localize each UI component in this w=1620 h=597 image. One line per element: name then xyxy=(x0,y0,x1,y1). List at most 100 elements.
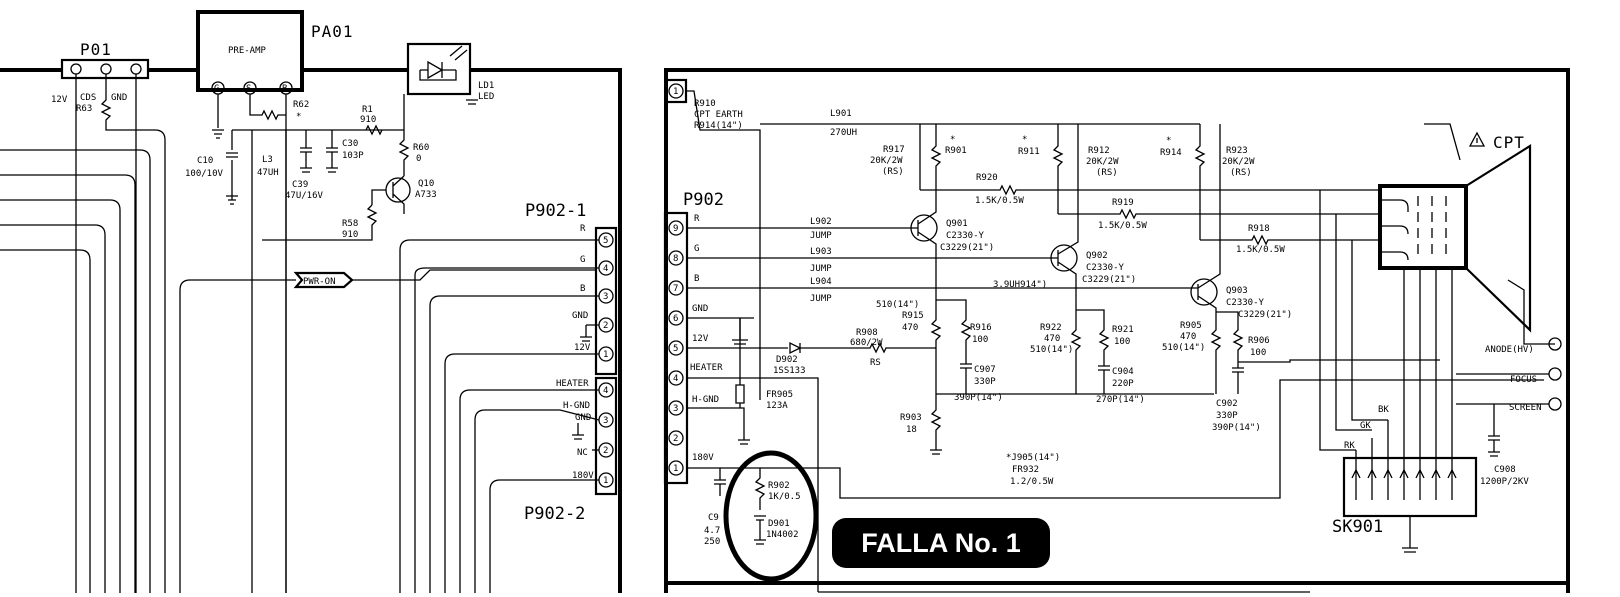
left-b-label: B xyxy=(580,284,585,294)
pin-g-label: G xyxy=(694,244,699,254)
q902-value: C2330-Y xyxy=(1086,263,1125,273)
r919-label: R919 xyxy=(1112,198,1134,208)
left-heater-label: HEATER xyxy=(556,379,589,389)
l902-jump: JUMP xyxy=(810,231,832,241)
pin-hgnd-label: H-GND xyxy=(692,395,719,405)
r914b-label: 3.9UH914") xyxy=(993,280,1047,290)
q10-value: A733 xyxy=(415,190,437,200)
r62-label: R62 xyxy=(293,100,309,110)
left-nc-label: NC xyxy=(577,448,588,458)
warning-icon xyxy=(1468,131,1486,147)
r912-label: R912 xyxy=(1088,146,1110,156)
r921-value: 100 xyxy=(1114,337,1130,347)
r912-value: 20K/2W xyxy=(1086,157,1119,167)
c907-case: 390P(14") xyxy=(954,393,1003,403)
cpt-label: CPT xyxy=(1493,133,1525,152)
p01-12v: 12V xyxy=(51,95,68,105)
r920-value: 1.5K/0.5W xyxy=(975,196,1024,206)
ld1-label: LD1 xyxy=(478,81,494,91)
cpt-bell xyxy=(1465,144,1532,333)
rk-label: RK xyxy=(1344,441,1355,451)
q903-case: C3229(21") xyxy=(1238,310,1292,320)
c39-value: 47U/16V xyxy=(285,191,324,201)
r60-label: R60 xyxy=(413,143,429,153)
pwr-on-label: PWR-ON xyxy=(303,277,336,287)
r922-case: 510(14") xyxy=(1030,345,1073,355)
led-label: LED xyxy=(478,92,494,102)
led-block xyxy=(406,42,472,96)
fr932-label: FR932 xyxy=(1012,465,1039,475)
gk-label: GK xyxy=(1360,421,1371,431)
d902-label: D902 xyxy=(776,355,798,365)
r903-label: R903 xyxy=(900,413,922,423)
r922-value: 470 xyxy=(1044,334,1060,344)
c10-value: 100/10V xyxy=(185,169,224,179)
emitter-510-label: 510(14") xyxy=(876,300,919,310)
left-hgnd-label: H-GND xyxy=(563,401,590,411)
r914-label: R914 xyxy=(1160,148,1182,158)
c10-label: C10 xyxy=(197,156,213,166)
bk-label: BK xyxy=(1378,405,1389,415)
preamp-label: PRE-AMP xyxy=(228,46,267,56)
c30-label: C30 xyxy=(342,139,358,149)
p902-2-pin2: 2 xyxy=(603,446,608,456)
sk901-socket xyxy=(1342,456,1478,518)
r923-value: 20K/2W xyxy=(1222,157,1255,167)
falla-badge: FALLA No. 1 xyxy=(832,518,1050,568)
q902-label: Q902 xyxy=(1086,251,1108,261)
r914x-label: R914(14") xyxy=(694,121,743,131)
left-g-label: G xyxy=(580,255,585,265)
p902-1-pin3: 3 xyxy=(603,292,608,302)
p902-pin1: 1 xyxy=(673,464,678,474)
q903-value: C2330-Y xyxy=(1226,298,1265,308)
d901-value: 1N4002 xyxy=(766,530,799,540)
sk901-label: SK901 xyxy=(1332,517,1383,537)
r911-asterisk: * xyxy=(1022,135,1027,145)
fr905-label: FR905 xyxy=(766,390,793,400)
r58-value: 910 xyxy=(342,230,358,240)
l903-jump: JUMP xyxy=(810,264,832,274)
p902-pin7: 7 xyxy=(673,284,678,294)
p902-pin6: 6 xyxy=(673,314,678,324)
preamp-pin-b: B xyxy=(282,84,287,94)
c902-label: C902 xyxy=(1216,399,1238,409)
q10-label: Q10 xyxy=(418,179,434,189)
r912-rs: (RS) xyxy=(1096,168,1118,178)
c907-label: C907 xyxy=(974,365,996,375)
r63-label: R63 xyxy=(76,104,92,114)
p902-1-pin1: 1 xyxy=(603,350,608,360)
pin-gnd-label: GND xyxy=(692,304,708,314)
fault-highlight-circle xyxy=(723,450,819,582)
q901-value: C2330-Y xyxy=(946,231,985,241)
c39-label: C39 xyxy=(292,180,308,190)
r906-value: 100 xyxy=(1250,348,1266,358)
c9-value-b: 250 xyxy=(704,537,720,547)
pin-heater-label: HEATER xyxy=(690,363,723,373)
p902-pin5: 5 xyxy=(673,344,678,354)
screen-label: SCREEN xyxy=(1509,403,1542,413)
r918-value: 1.5K/0.5W xyxy=(1236,245,1285,255)
left-12v-label: 12V xyxy=(574,343,591,353)
focus-label: FOCUS xyxy=(1510,375,1537,385)
c30-value: 103P xyxy=(342,151,364,161)
q903-label: Q903 xyxy=(1226,286,1248,296)
q903-transistor xyxy=(1190,278,1218,306)
r917-rs: (RS) xyxy=(882,167,904,177)
left-180v-label: 180V xyxy=(572,471,594,481)
r923-rs: (RS) xyxy=(1230,168,1252,178)
r902-label: R902 xyxy=(768,481,790,491)
pwr-on-tag xyxy=(293,271,354,289)
r916-label: R916 xyxy=(970,323,992,333)
left-r-label: R xyxy=(580,224,586,234)
fr905-value: 123A xyxy=(766,401,788,411)
fr932-value: 1.2/0.5W xyxy=(1010,477,1054,487)
pin-180v-label: 180V xyxy=(692,453,714,463)
r917-label: R917 xyxy=(883,145,905,155)
r908-rs: RS xyxy=(870,358,881,368)
l904-label: L904 xyxy=(810,277,832,287)
r905-label: R905 xyxy=(1180,321,1202,331)
preamp-pin-s: S xyxy=(246,84,251,94)
preamp-pin-g: G xyxy=(214,84,219,94)
c902-value: 330P xyxy=(1216,411,1238,421)
